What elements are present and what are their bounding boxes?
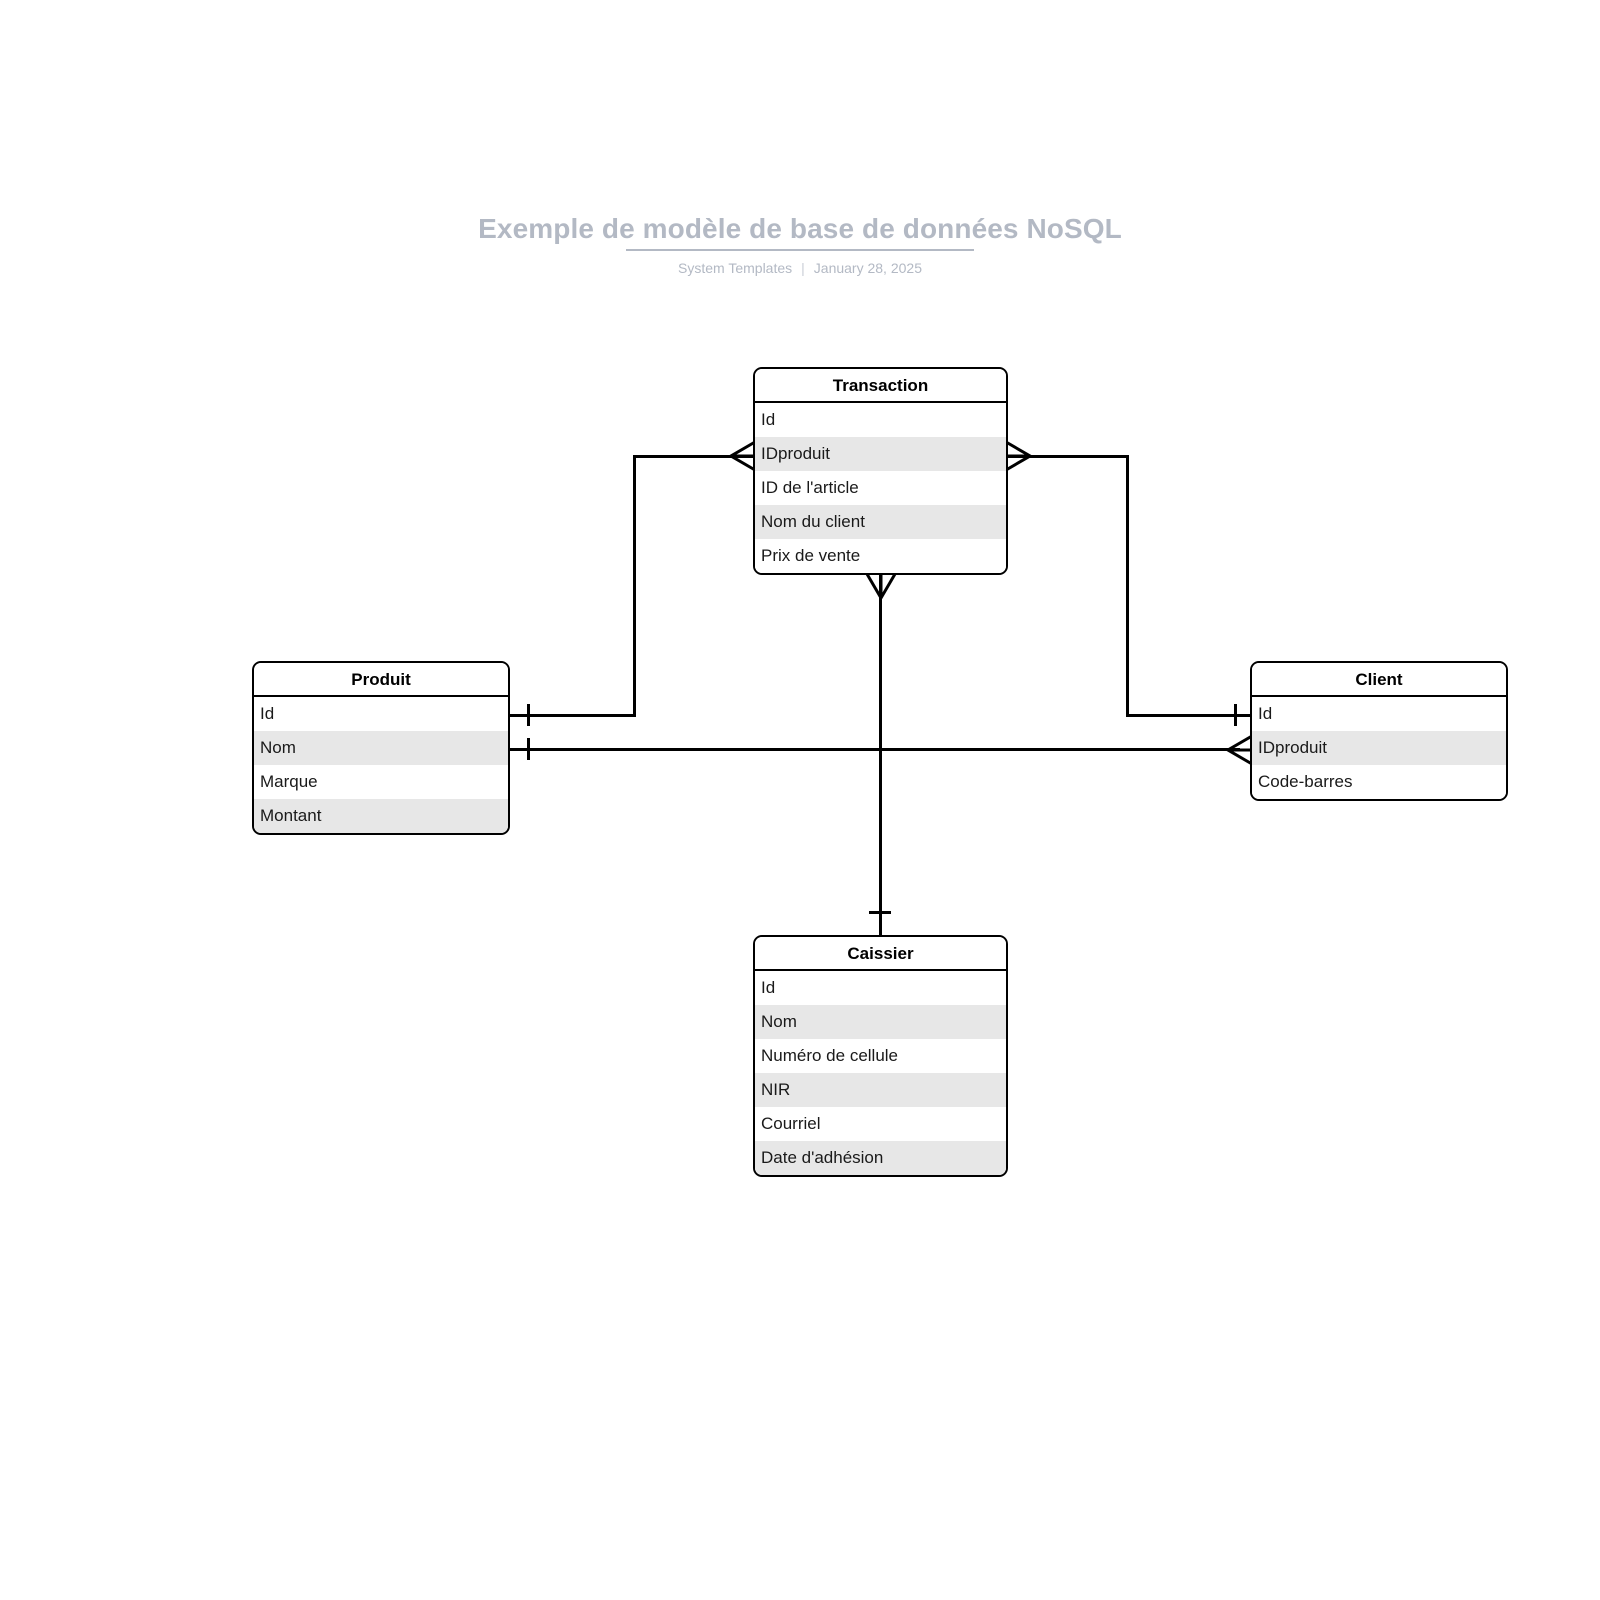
table-row[interactable]: Numéro de cellule [755, 1039, 1006, 1073]
table-row[interactable]: Nom [755, 1005, 1006, 1039]
subtitle-author: System Templates [678, 260, 793, 276]
cardinality-one-produit-id [527, 704, 530, 726]
subtitle: System Templates | January 28, 2025 [0, 259, 1600, 277]
table-row[interactable]: Date d'adhésion [755, 1141, 1006, 1175]
cardinality-many-transaction-bottom [865, 572, 897, 600]
table-row[interactable]: Marque [254, 765, 508, 799]
entity-client[interactable]: Client Id IDproduit Code-barres [1250, 661, 1508, 801]
cardinality-many-transaction-idproduit-left [729, 440, 757, 472]
entity-caissier[interactable]: Caissier Id Nom Numéro de cellule NIR Co… [753, 935, 1008, 1177]
subtitle-date: January 28, 2025 [813, 260, 922, 276]
table-row[interactable]: Id [755, 971, 1006, 1005]
table-row[interactable]: Courriel [755, 1107, 1006, 1141]
table-row[interactable]: Id [755, 403, 1006, 437]
cardinality-many-transaction-idproduit-right [1004, 440, 1032, 472]
table-row[interactable]: NIR [755, 1073, 1006, 1107]
table-row[interactable]: Prix de vente [755, 539, 1006, 573]
entity-client-title: Client [1252, 663, 1506, 697]
connector-produit-id-segment-h2 [633, 455, 755, 458]
entity-transaction[interactable]: Transaction Id IDproduit ID de l'article… [753, 367, 1008, 575]
title-underline [626, 249, 974, 251]
connector-transaction-client-v [1126, 455, 1129, 717]
connector-transaction-caissier-v [879, 575, 882, 935]
connector-transaction-client-h1 [1008, 455, 1129, 458]
cardinality-one-produit-nom [527, 738, 530, 760]
connector-transaction-client-h2 [1126, 714, 1252, 717]
table-row[interactable]: ID de l'article [755, 471, 1006, 505]
entity-transaction-rows: Id IDproduit ID de l'article Nom du clie… [755, 403, 1006, 573]
table-row[interactable]: IDproduit [755, 437, 1006, 471]
cardinality-one-client-id [1234, 704, 1237, 726]
table-row[interactable]: Nom du client [755, 505, 1006, 539]
table-row[interactable]: Montant [254, 799, 508, 833]
title-block: Exemple de modèle de base de données NoS… [0, 212, 1600, 277]
cardinality-one-caissier-top [869, 911, 891, 914]
entity-produit-title: Produit [254, 663, 508, 697]
entity-produit[interactable]: Produit Id Nom Marque Montant [252, 661, 510, 835]
table-row[interactable]: IDproduit [1252, 731, 1506, 765]
subtitle-separator: | [801, 260, 805, 276]
entity-client-rows: Id IDproduit Code-barres [1252, 697, 1506, 799]
entity-transaction-title: Transaction [755, 369, 1006, 403]
entity-caissier-title: Caissier [755, 937, 1006, 971]
page-title: Exemple de modèle de base de données NoS… [478, 213, 1122, 244]
cardinality-many-client-idproduit [1226, 734, 1254, 766]
entity-produit-rows: Id Nom Marque Montant [254, 697, 508, 833]
table-row[interactable]: Code-barres [1252, 765, 1506, 799]
entity-caissier-rows: Id Nom Numéro de cellule NIR Courriel Da… [755, 971, 1006, 1175]
connector-produit-id-segment-v [633, 455, 636, 717]
connector-produit-nom-client-idproduit [510, 748, 1240, 751]
connector-produit-id-segment-h1 [510, 714, 636, 717]
table-row[interactable]: Id [1252, 697, 1506, 731]
table-row[interactable]: Nom [254, 731, 508, 765]
table-row[interactable]: Id [254, 697, 508, 731]
